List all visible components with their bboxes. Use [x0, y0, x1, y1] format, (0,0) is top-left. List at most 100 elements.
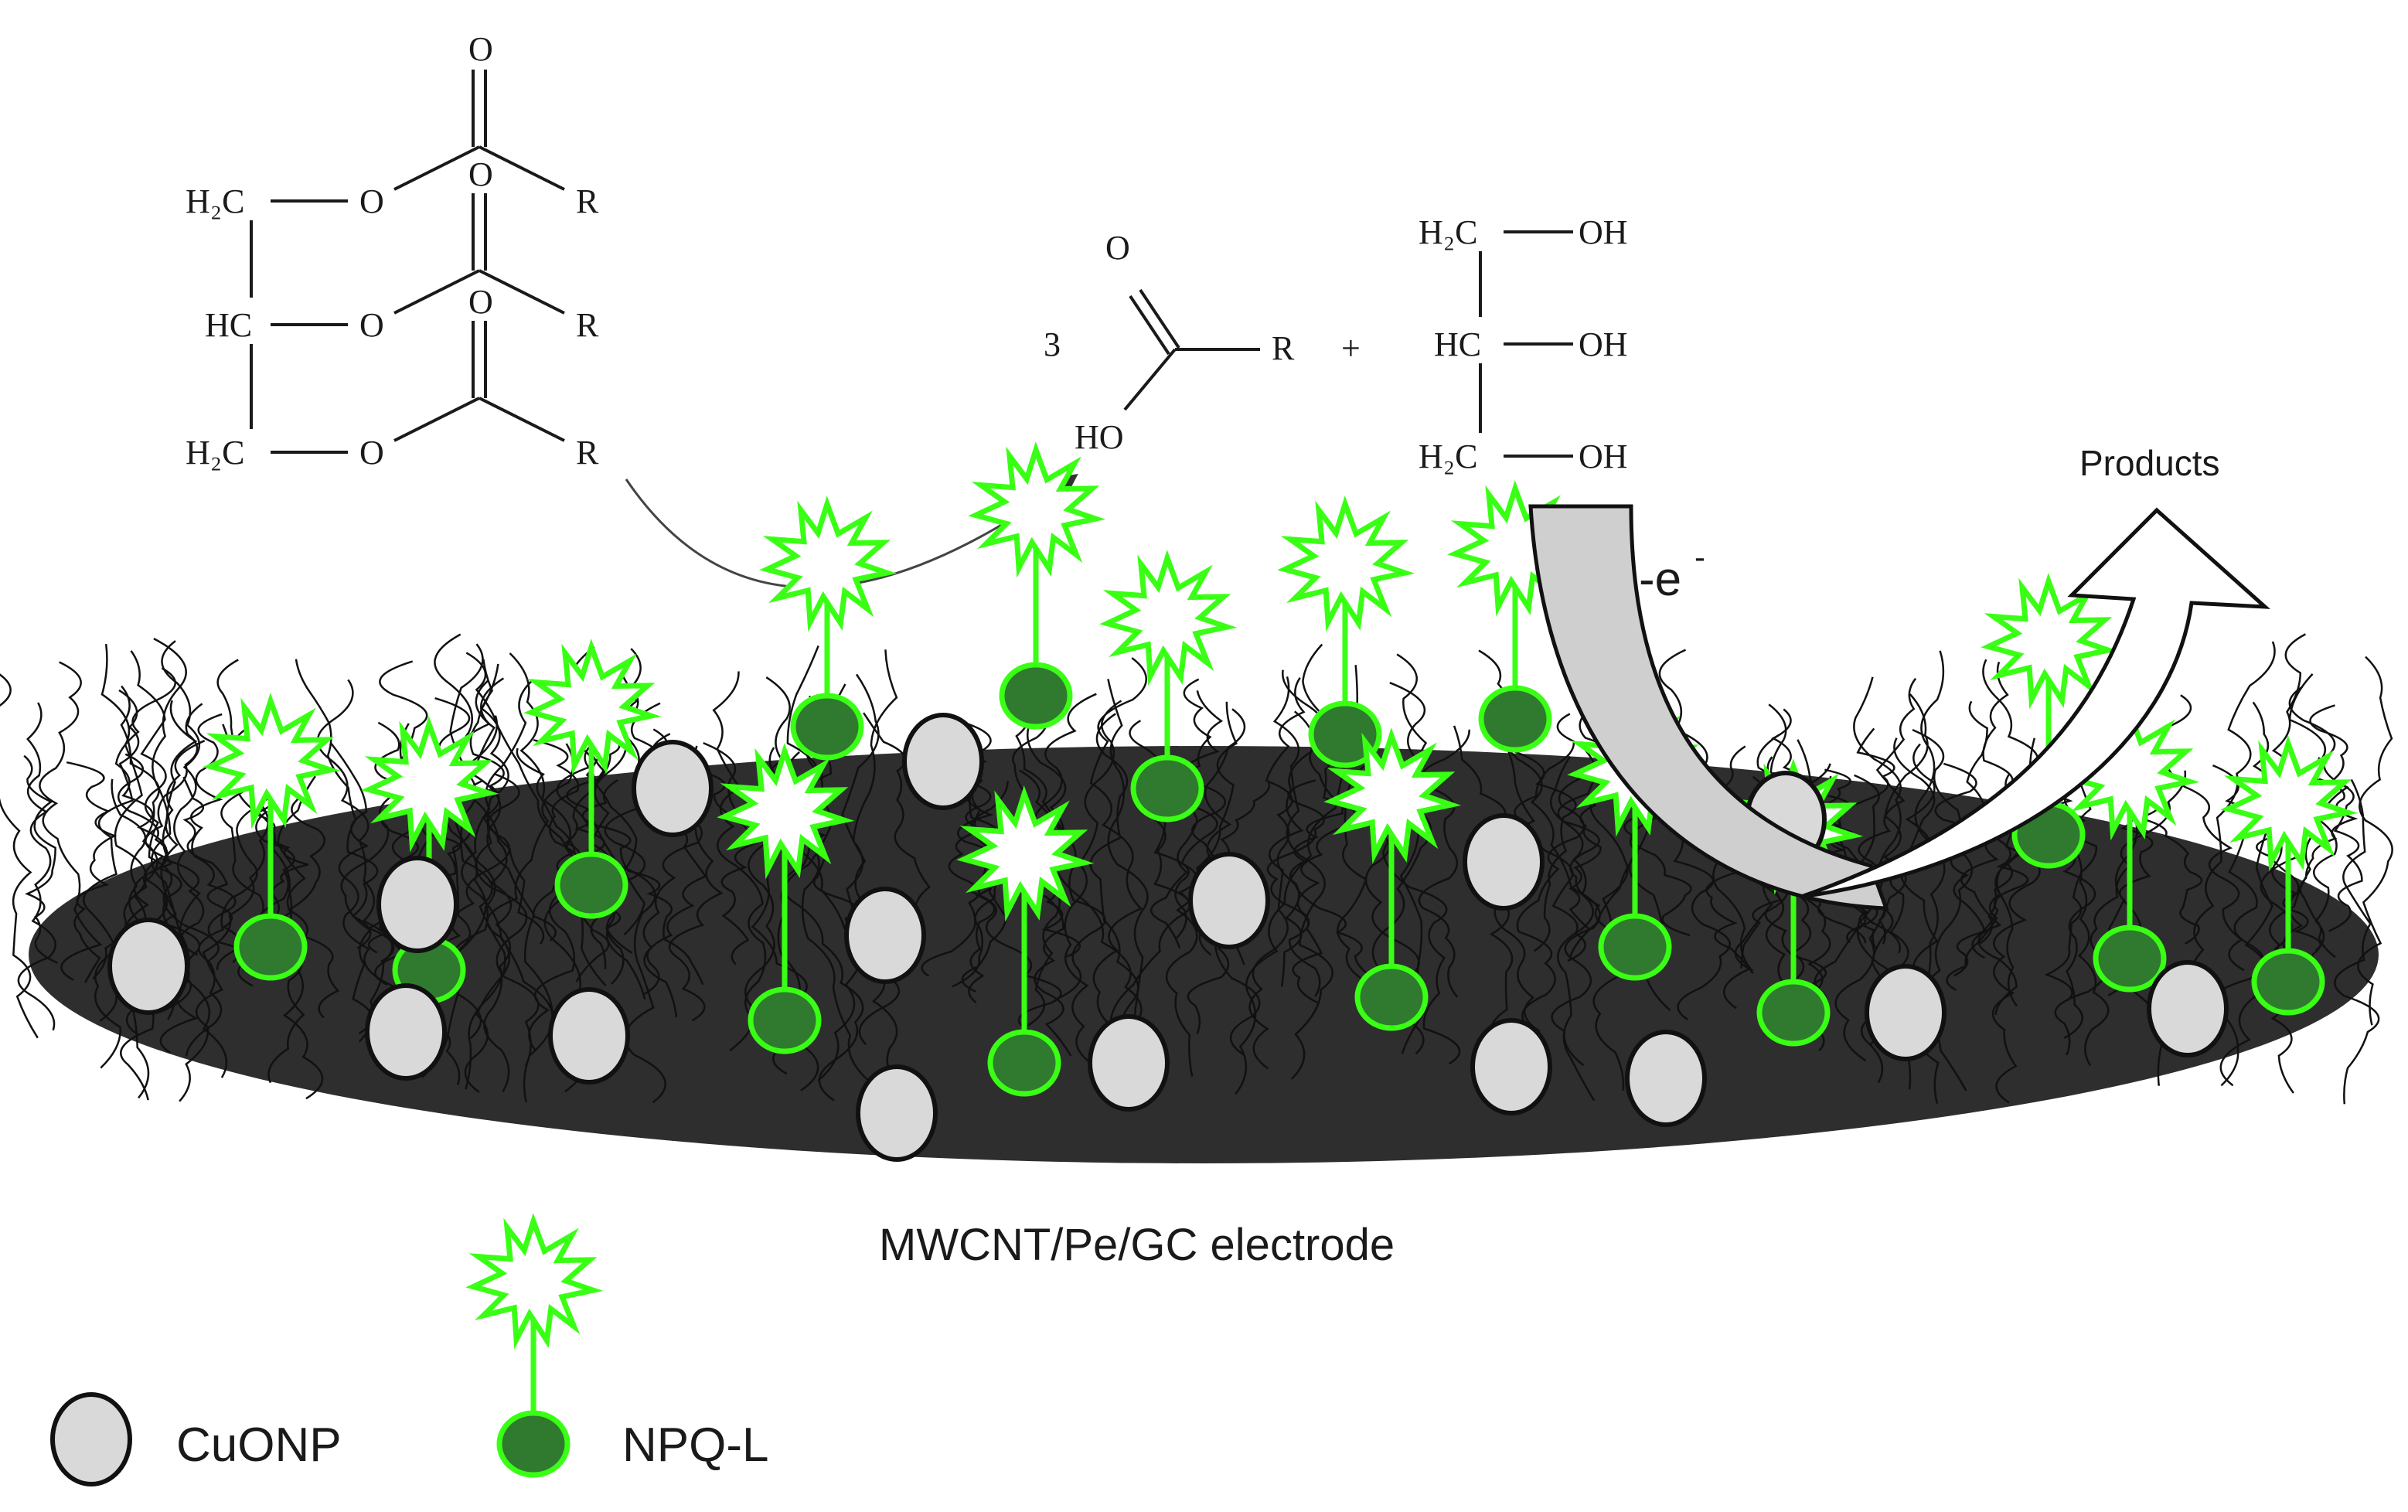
triglyceride-ch2-bottom: H₂C — [186, 434, 244, 472]
cuonp-particle — [2147, 960, 2229, 1057]
nanotube-strand — [970, 781, 1062, 1032]
cuonp-particle — [548, 987, 630, 1085]
products-arrow — [1800, 507, 2270, 899]
npql-particle — [968, 441, 1106, 730]
npql-particle — [523, 639, 662, 919]
npql-particle — [203, 693, 341, 981]
legend-npql-label: NPQ-L — [622, 1418, 768, 1472]
acid-hydroxyl: HO — [1075, 418, 1124, 456]
cuonp-particle — [1470, 1018, 1552, 1115]
r-group-3: R — [576, 434, 599, 472]
cuonp-particle — [844, 887, 926, 984]
nanotube-strand — [1272, 676, 1334, 1080]
nanotube-strand — [23, 754, 58, 964]
triglyceride-ch-middle: HC — [205, 306, 252, 344]
nanotube-strand — [1089, 657, 1147, 1035]
cuonp-particle — [856, 1064, 938, 1162]
npql-particle — [1099, 550, 1238, 822]
cuonp-particle — [1865, 964, 1946, 1061]
ester-oxygen-2: O — [359, 306, 384, 344]
triglyceride-ch2-top: H₂C — [186, 182, 244, 220]
nanotube-strand — [693, 745, 758, 965]
legend-npql-icon — [465, 1213, 604, 1478]
nanotube-strand — [17, 702, 56, 1031]
plus-sign: + — [1341, 329, 1361, 367]
nanotube-strand — [1934, 762, 2018, 1016]
nanotube-strand — [295, 659, 379, 949]
ester-oxygen-3: O — [359, 434, 384, 472]
nanotube-strand — [2054, 770, 2187, 1056]
nanotube-strand — [185, 770, 270, 1057]
nanotube-strand — [712, 671, 767, 1021]
nanotube-strand — [475, 663, 540, 1068]
nanotube-strand — [461, 679, 571, 1069]
nanotube-strand — [465, 652, 607, 986]
cuonp-particle — [1463, 813, 1545, 911]
nanotube-strand — [0, 673, 39, 1039]
legend-cuonp-label: CuONP — [176, 1418, 342, 1472]
nanotube-strand — [1516, 742, 1605, 1027]
nanotube-strand — [66, 761, 118, 983]
cuonp-particle — [365, 983, 447, 1081]
cuonp-particle — [376, 856, 458, 953]
starburst-icon — [968, 441, 1106, 578]
glycerol-structure — [1479, 230, 1573, 458]
starburst-icon — [1981, 573, 2119, 710]
nanotube-strand — [841, 673, 909, 1096]
nanotube-strand — [94, 700, 198, 1069]
triglyceride-labels: H₂C HC H₂C O O O O O O R R R — [186, 30, 599, 472]
nanotube-strand — [114, 667, 205, 956]
npql-particle — [759, 495, 897, 761]
npql-particle — [2220, 735, 2359, 1016]
carbonyl-oxygen-2: O — [468, 155, 493, 193]
triglyceride-structure — [250, 70, 565, 454]
nanotube-strand — [533, 739, 612, 969]
nanotube-strand — [2219, 673, 2327, 1087]
carboxylic-acid-structure — [1123, 288, 1260, 411]
nanotube-strand — [729, 676, 791, 1052]
nanotube-strand — [1289, 741, 1357, 997]
nanotube-strand — [2309, 704, 2363, 932]
starburst-icon — [523, 639, 662, 775]
electron-superscript: - — [1694, 539, 1705, 575]
starburst-icon — [465, 1213, 604, 1350]
starburst-icon — [956, 785, 1095, 922]
nanotube-strand — [1494, 717, 1596, 1102]
glycerol-labels: H₂C HC H₂C OH OH OH — [1419, 213, 1628, 475]
acid-coefficient: 3 — [1044, 325, 1061, 363]
nanotube-strand — [1557, 681, 1619, 935]
npql-particle — [956, 785, 1095, 1097]
starburst-icon — [2220, 735, 2359, 872]
starburst-icon — [759, 495, 897, 632]
starburst-icon — [1277, 495, 1415, 632]
npql-particle — [1277, 495, 1415, 768]
npql-particle — [717, 743, 855, 1054]
cuonp-particle — [1625, 1030, 1707, 1127]
starburst-icon — [361, 716, 499, 853]
electrode-label: MWCNT/Pe/GC electrode — [879, 1220, 1395, 1270]
nanotube-strand — [216, 659, 264, 963]
glycerol-hydroxyl-2: OH — [1579, 325, 1628, 363]
nanotube-strand — [100, 643, 150, 1099]
glycerol-ch2-bottom: H₂C — [1419, 438, 1477, 475]
electron-transfer-arrow — [1528, 504, 1889, 911]
nanotube-strand — [151, 637, 228, 1078]
cuonp-particle — [107, 918, 189, 1015]
acid-carbonyl-oxygen: O — [1105, 229, 1130, 267]
nanotube-strand — [1834, 693, 1929, 1062]
cuonp-particle — [902, 713, 984, 810]
cuonp-particle — [1188, 852, 1270, 949]
products-label: Products — [2079, 443, 2220, 483]
cuonp-particle — [1088, 1014, 1170, 1112]
nanotube-strand — [130, 650, 220, 962]
npql-particle — [465, 1213, 604, 1478]
cuonp-particle — [632, 740, 714, 837]
legend: CuONP NPQ-L — [50, 1213, 768, 1486]
nanotube-strand — [2252, 701, 2310, 990]
nanotube-strand — [284, 775, 340, 1019]
nanotube-strand — [921, 756, 992, 977]
starburst-icon — [203, 693, 341, 829]
npql-particle — [1323, 727, 1462, 1031]
carbonyl-oxygen-1: O — [468, 30, 493, 68]
